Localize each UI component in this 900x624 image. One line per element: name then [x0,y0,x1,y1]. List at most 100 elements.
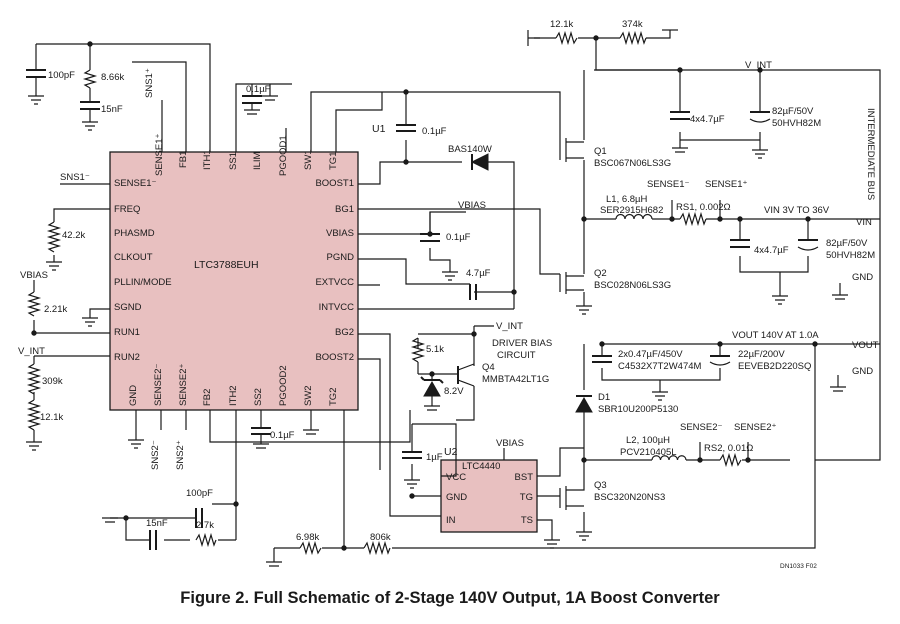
c82-top-label-2: 50HVH82M [772,118,821,129]
pin-gnd: GND [128,385,139,406]
pin-pllin-mode: PLLIN/MODE [114,277,172,288]
label-driver-bias-2: CIRCUIT [497,350,536,361]
pin-vbias: VBIAS [326,228,354,239]
q2-label: Q2 [594,268,607,279]
label-intermediate-bus: INTERMEDIATE BUS [865,108,876,200]
pin-run1: RUN1 [114,327,140,338]
l2-label-1: L2, 100µH [626,435,670,446]
r27k-label: 2.7k [196,520,214,531]
pin-clkout: CLKOUT [114,252,153,263]
q2-part-label: BSC028N06LS3G [594,280,671,291]
c2x047-label-1: 2x0.47µF/450V [618,349,683,360]
r51k-label: 5.1k [426,344,444,355]
label-gnd-1: GND [852,272,873,283]
q3-part-label: BSC320N20NS3 [594,492,665,503]
pin-ith1: ITH1 [202,149,213,170]
u2-pin-tg: TG [520,492,533,503]
c100pf-top-label: 100pF [48,70,75,81]
u2-pin-bst: BST [515,472,534,483]
label-sns1-plus: SNS1⁺ [144,68,155,98]
u1-ref: U1 [372,123,386,135]
label-vbias-left: VBIAS [20,270,48,281]
u1-part: LTC3788EUH [194,259,259,271]
diodes-bjt [420,153,593,413]
r422k-label: 42.2k [62,230,85,241]
label-vout-rating: VOUT 140V AT 1.0A [732,330,819,341]
c01-boost-label: 0.1µF [422,126,447,137]
c01-vbias-label: 0.1µF [446,232,471,243]
pin-sgnd: SGND [114,302,142,313]
pin-ss1: SS1 [228,152,239,170]
r698k-label: 6.98k [296,532,319,543]
q4-label: Q4 [482,362,495,373]
label-gnd-2: GND [852,366,873,377]
pin-ilim: ILIM [252,151,263,170]
zener-82v-label: 8.2V [444,386,464,397]
wires-u1-top [35,43,561,162]
rs1-label: RS1, 0.002Ω [676,202,731,213]
wires-power-stage [534,30,881,540]
pin-extvcc: EXTVCC [315,277,354,288]
pin-intvcc: INTVCC [319,302,355,313]
pin-sw2: SW2 [303,385,314,406]
c4x47-bot-label: 4x4.7µF [754,245,789,256]
l2-label-2: PCV210405L [620,447,677,458]
c15nf-top-label: 15nF [101,104,123,115]
pin-tg1: TG1 [328,152,339,170]
label-sns2-plus: SNS2⁺ [175,440,186,470]
pin-sense1-plus: SENSE1⁺ [154,133,165,176]
driver-u2: U2 LTC4440 VCC GND IN BST TG TS [440,446,538,533]
inductors [615,213,687,461]
u2-part: LTC4440 [462,461,500,472]
pin-sense1-minus: SENSE1⁻ [114,178,157,189]
label-vint-left: V_INT [18,346,45,357]
c15nf-bot-label: 15nF [146,518,168,529]
bas140w-label: BAS140W [448,144,492,155]
c22-label-2: EEVEB2D220SQ [738,361,811,372]
label-sense2-minus: SENSE2⁻ [680,422,723,433]
label-vint-q4: V_INT [496,321,523,332]
pin-ith2: ITH2 [228,385,239,406]
component-labels: 100pF 8.66k 15nF 0.1µF 0.1µF 0.1µF 4.7µF… [40,19,875,543]
r121k-left-label: 12.1k [40,412,63,423]
pin-bg1: BG1 [335,204,354,215]
pin-sw1: SW1 [303,149,314,170]
label-driver-bias-1: DRIVER BIAS [492,338,552,349]
d1-label: D1 [598,392,610,403]
label-vbias-u2: VBIAS [496,438,524,449]
r309k-label: 309k [42,376,63,387]
label-sense2-plus: SENSE2⁺ [734,422,777,433]
u2-pin-in: IN [446,515,456,526]
r374k-label: 374k [622,19,643,30]
pin-freq: FREQ [114,204,140,215]
label-sense1-plus: SENSE1⁺ [705,179,748,190]
pin-phasmd: PHASMD [114,228,155,239]
c01-ss2-label: 0.1µF [270,430,295,441]
q3-label: Q3 [594,480,607,491]
figure-caption: Figure 2. Full Schematic of 2-Stage 140V… [180,589,720,607]
l1-label-2: SER2915H682 [600,205,663,216]
pin-pgood2: PGOOD2 [278,365,289,406]
ground-symbols [26,29,848,567]
q4-part-label: MMBTA42LT1G [482,374,549,385]
net-labels: SNS1⁺ SNS1⁻ SNS2⁻ SNS2⁺ VBIAS VBIAS VBIA… [18,60,879,470]
q1-label: Q1 [594,146,607,157]
label-sns2-minus: SNS2⁻ [150,440,161,470]
r221k-label: 2.21k [44,304,67,315]
pin-bg2: BG2 [335,327,354,338]
r121k-top-label: 12.1k [550,19,573,30]
pin-boost1: BOOST1 [315,178,354,189]
pin-fb1: FB1 [178,151,189,168]
pin-pgood1: PGOOD1 [278,135,289,176]
u2-ref: U2 [444,446,458,458]
label-vbias-mid: VBIAS [458,200,486,211]
c4x47-top-label: 4x4.7µF [690,114,725,125]
c100pf-bot-label: 100pF [186,488,213,499]
pin-ss2: SS2 [253,388,264,406]
wires-u1-bottom [110,344,816,549]
c47-intvcc-label: 4.7µF [466,268,491,279]
c82-bot-label-1: 82µF/50V [826,238,868,249]
label-vint-top: V_INT [745,60,772,71]
mosfets [559,138,585,510]
